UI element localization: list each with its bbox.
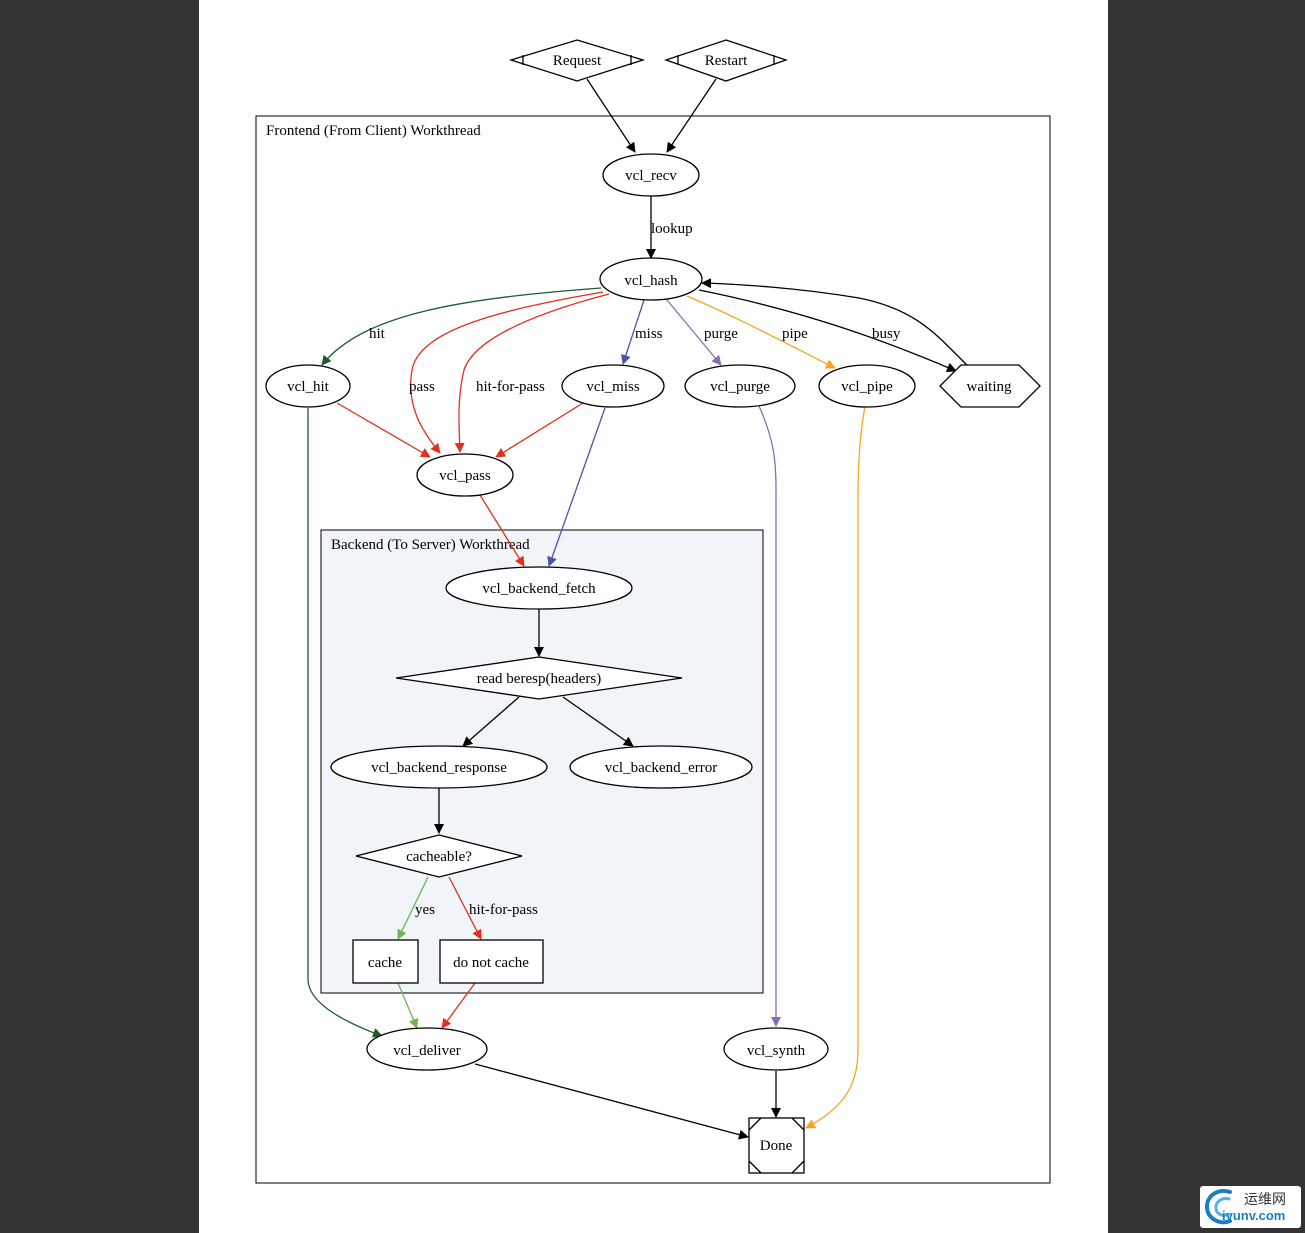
edge-label-miss: miss (635, 326, 663, 342)
edge-hash-waiting (698, 289, 957, 373)
document-page: Frontend (From Client) Workthread Backen… (199, 0, 1108, 1233)
node-waiting-label: waiting (967, 379, 1012, 395)
node-vcl-deliver-label: vcl_deliver (393, 1043, 460, 1059)
edge-label-busy: busy (872, 326, 901, 342)
watermark-swirl-icon (1204, 1189, 1232, 1225)
edge-waiting-hash (701, 278, 968, 366)
node-do-not-cache (439, 939, 544, 984)
node-request (508, 39, 646, 82)
edge-label-hit-for-pass: hit-for-pass (476, 379, 545, 395)
node-vcl-backend-fetch-label: vcl_backend_fetch (482, 581, 596, 597)
edge-hash-hit (321, 287, 602, 366)
node-vcl-hit (265, 364, 351, 408)
edge-purge-synth (758, 405, 781, 1027)
edge-miss-fetch (547, 407, 606, 567)
edge-label-purge: purge (704, 326, 738, 342)
node-request-label: Request (553, 53, 602, 69)
edge-deliver-done (474, 1063, 749, 1140)
node-vcl-backend-response (330, 745, 548, 789)
node-done-corner-tr (791, 1117, 805, 1131)
watermark-name: 运维网 (1244, 1192, 1286, 1208)
node-vcl-pipe (818, 364, 916, 408)
edge-miss-pass (495, 402, 584, 458)
node-vcl-purge-label: vcl_purge (710, 379, 770, 395)
watermark-domain: iyunv.com (1222, 1208, 1286, 1223)
edge-hash-purge (666, 299, 722, 366)
edge-hash-pass (410, 291, 604, 454)
node-cacheable-label: cacheable? (406, 849, 472, 865)
node-vcl-pass-label: vcl_pass (439, 468, 491, 484)
node-vcl-recv-label: vcl_recv (625, 168, 677, 184)
node-read-beresp-label: read beresp(headers) (477, 671, 602, 687)
edge-label-yes: yes (415, 902, 435, 918)
node-vcl-backend-response-label: vcl_backend_response (371, 760, 507, 776)
edge-read-response (462, 696, 520, 747)
node-cache (352, 939, 419, 984)
edge-hit-pass (336, 402, 431, 458)
vcl-flow-diagram: Frontend (From Client) Workthread Backen… (255, 39, 1051, 1184)
node-do-not-cache-label: do not cache (453, 955, 529, 971)
node-vcl-miss (561, 364, 665, 408)
frontend-cluster-label: Frontend (From Client) Workthread (266, 123, 481, 139)
edge-request-recv (586, 78, 636, 153)
node-vcl-pipe-label: vcl_pipe (841, 379, 893, 395)
backend-cluster-label: Backend (To Server) Workthread (331, 537, 530, 553)
node-vcl-hash-label: vcl_hash (624, 273, 678, 289)
node-vcl-backend-error-label: vcl_backend_error (605, 760, 717, 776)
edge-label-pipe: pipe (782, 326, 808, 342)
node-vcl-synth (723, 1027, 829, 1071)
edge-donotcache-deliver (441, 982, 476, 1029)
node-vcl-deliver (366, 1027, 488, 1071)
edge-pass-fetch (479, 494, 525, 567)
node-vcl-backend-error (569, 745, 753, 789)
node-read-beresp (395, 656, 683, 700)
node-done-corner-br (791, 1160, 805, 1174)
node-vcl-hash (599, 257, 703, 301)
edge-hash-pass-hfp (454, 293, 610, 453)
edge-cacheable-cache (397, 876, 429, 940)
edge-pipe-done (805, 405, 866, 1129)
edge-cacheable-donotcache (448, 876, 482, 940)
node-restart (663, 39, 789, 82)
node-vcl-recv (602, 153, 700, 197)
node-waiting (939, 364, 1041, 408)
edge-label-lookup: lookup (651, 221, 693, 237)
edge-hash-pipe (686, 295, 836, 369)
node-vcl-miss-label: vcl_miss (586, 379, 639, 395)
node-vcl-purge (684, 364, 796, 408)
watermark-logo: 运维网 iyunv.com (1200, 1186, 1301, 1228)
frontend-cluster (255, 115, 1051, 1184)
node-cache-label: cache (368, 955, 402, 971)
node-vcl-synth-label: vcl_synth (747, 1043, 806, 1059)
edge-cache-deliver (397, 982, 419, 1029)
node-done-corner-tl (748, 1117, 762, 1131)
node-done-label: Done (760, 1138, 793, 1154)
node-done-corner-bl (748, 1160, 762, 1174)
node-cacheable (355, 834, 523, 878)
node-vcl-pass (416, 453, 514, 497)
node-done (748, 1117, 805, 1174)
edge-restart-recv (666, 78, 717, 153)
node-vcl-hit-label: vcl_hit (287, 379, 329, 395)
edge-hash-miss (621, 299, 645, 365)
edge-label-pass: pass (409, 379, 435, 395)
node-restart-label: Restart (705, 53, 748, 69)
edge-hit-deliver (307, 408, 383, 1038)
edge-label-hit: hit (369, 326, 386, 342)
node-vcl-backend-fetch (445, 566, 633, 610)
edge-read-error (562, 696, 634, 747)
edge-label-cacheable-hit-for-pass: hit-for-pass (469, 902, 538, 918)
